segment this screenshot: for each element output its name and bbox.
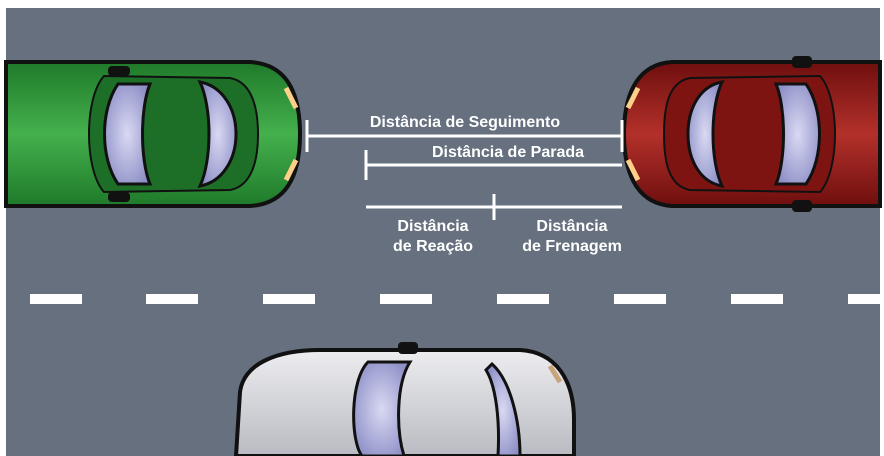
gray-car-icon bbox=[233, 342, 576, 456]
following-distance-label: Distância de Seguimento bbox=[370, 114, 560, 131]
stopping-distance-line bbox=[364, 150, 622, 180]
green-car-icon bbox=[4, 60, 303, 208]
braking-distance-label-line1: Distância bbox=[536, 218, 607, 235]
lane-dashed-line bbox=[30, 294, 880, 304]
braking-distance-label-line2: de Frenagem bbox=[522, 238, 622, 255]
reaction-braking-line bbox=[366, 194, 622, 220]
reaction-distance-label-line1: Distância bbox=[397, 218, 468, 235]
stopping-distance-label: Distância de Parada bbox=[432, 144, 584, 161]
reaction-distance-label-line2: de Reação bbox=[393, 238, 473, 255]
following-distance-line bbox=[305, 120, 624, 152]
red-car-icon bbox=[621, 56, 882, 212]
